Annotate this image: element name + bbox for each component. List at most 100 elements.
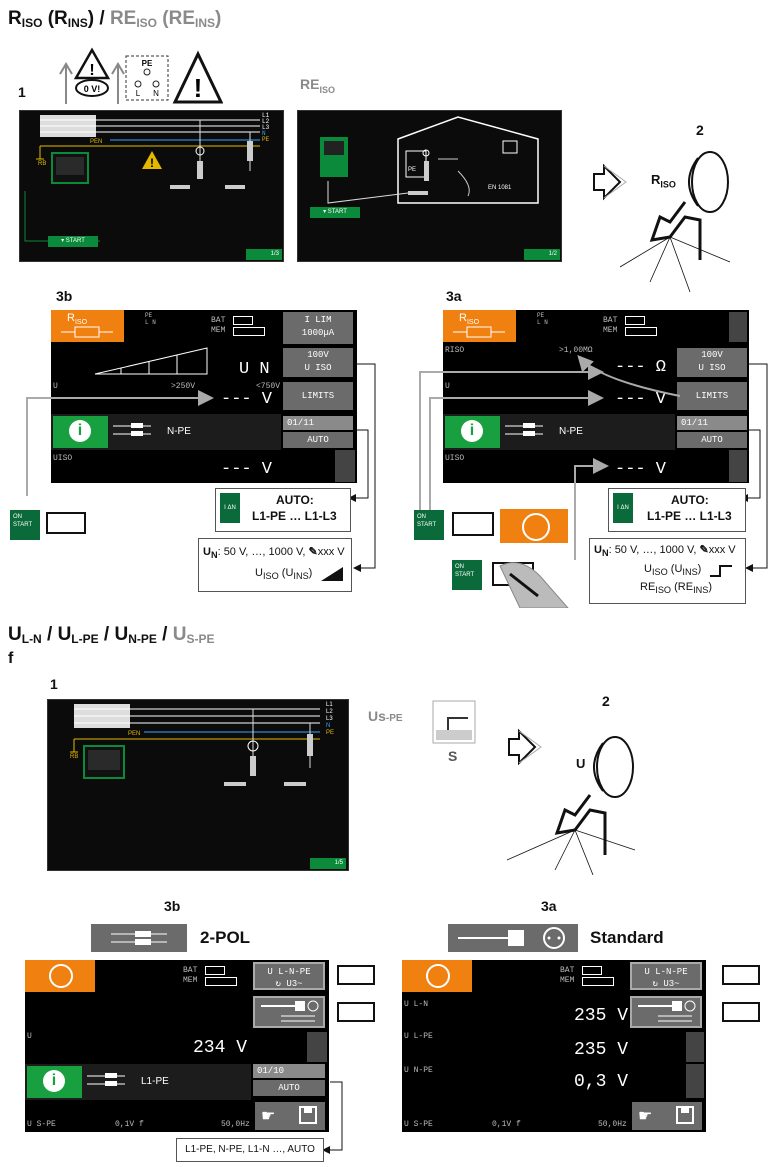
en-label: EN 1081 — [488, 185, 512, 191]
limits-button[interactable]: LIMITS — [283, 382, 353, 410]
step-icon — [710, 565, 732, 577]
auto-button-2[interactable]: AUTO — [253, 1080, 325, 1096]
measure-mode-button-3a[interactable]: U L-N-PE↻ U3~ — [630, 962, 702, 990]
key-outline-4[interactable] — [337, 965, 375, 985]
probe-icon — [505, 423, 543, 436]
finger-press-icon — [499, 562, 569, 608]
step-number-3a: 3a — [446, 288, 462, 304]
info-icon[interactable]: i — [53, 416, 108, 448]
page-indicator-3: 1/5 — [310, 858, 346, 869]
limits-button-3a[interactable]: LIMITS — [677, 382, 747, 410]
re-iso-label: REISO — [300, 76, 335, 95]
channel-list-box: L1-PE, N-PE, L1-N …, AUTO — [176, 1138, 324, 1162]
counter-2: 01/10 — [253, 1064, 325, 1078]
mode-tile-u — [25, 960, 95, 992]
step-number-2b: 2 — [602, 693, 610, 709]
wiring-screen-2: PE EN 1081 ▾ START 1/2 — [297, 110, 562, 262]
voltage-free-icon: ! 0 V! — [59, 47, 125, 104]
probe-icon — [87, 1073, 125, 1086]
step-number-1b: 1 — [50, 676, 58, 692]
hand-pointer-icon[interactable]: ☛ — [638, 1108, 653, 1125]
ramp-icon — [94, 347, 208, 375]
battery-icon — [205, 966, 225, 975]
un-info-box-3b: UN: 50 V, …, 1000 V, ✎xxx V UISO (UINS) — [198, 538, 352, 592]
warning-icon: ! — [172, 50, 223, 104]
step-number-1: 1 — [18, 84, 26, 100]
two-pole-label: 2-POL — [200, 928, 251, 947]
info-icon[interactable]: i — [27, 1066, 82, 1098]
mode-tile-u-3a — [402, 960, 472, 992]
section-title-riso: RISO (RINS) / REISO (REINS) — [8, 8, 222, 30]
memory-icon — [582, 977, 614, 986]
svg-text:!: ! — [150, 156, 154, 170]
key-outline-3a[interactable] — [452, 512, 494, 536]
info-icon[interactable]: i — [445, 416, 500, 448]
memory-icon — [233, 327, 265, 336]
wiring-diagram-2 — [70, 704, 320, 786]
rotary-knob-icon — [596, 736, 634, 798]
probe-mode-button-3a[interactable] — [630, 996, 702, 1028]
page-indicator-2: 1/2 — [524, 249, 560, 260]
mode-tile-riso: RISO — [51, 310, 124, 342]
svg-text:N: N — [153, 89, 159, 98]
counter-3a: 01/11 — [677, 416, 747, 430]
key-outline-5[interactable] — [337, 1002, 375, 1022]
counter: 01/11 — [283, 416, 353, 430]
rotate-indicator — [500, 509, 568, 543]
svg-text:0 V!: 0 V! — [84, 84, 101, 94]
safety-icons: ! 0 V! PE L N ! — [59, 47, 223, 104]
auto-button[interactable]: AUTO — [283, 432, 353, 448]
key-outline-6[interactable] — [722, 965, 760, 985]
battery-icon — [625, 316, 645, 325]
svg-text:!: ! — [194, 73, 203, 103]
rotary-label-u: U — [576, 756, 586, 771]
probe-icon — [113, 423, 151, 436]
measure-mode-button[interactable]: U L-N-PE↻ U3~ — [253, 962, 325, 990]
start-button[interactable]: ▾ START — [48, 236, 98, 247]
standard-plug-icon — [448, 924, 578, 952]
svg-text:!: ! — [89, 62, 94, 79]
save-icon[interactable] — [676, 1106, 694, 1124]
auto-info-box-3a: I ΔN AUTO: L1-PE … L1-L3 — [608, 488, 746, 532]
hand-pointer-icon[interactable]: ☛ — [261, 1108, 276, 1125]
auto-button-3a[interactable]: AUTO — [677, 432, 747, 448]
svg-text:PE: PE — [142, 59, 153, 68]
standard-label: Standard — [590, 928, 664, 947]
pe-label: PE — [408, 167, 417, 173]
f-label: f — [8, 650, 14, 667]
arrow-icon — [593, 163, 622, 201]
start-button-2[interactable]: ▾ START — [310, 207, 360, 218]
key-outline[interactable] — [46, 512, 86, 534]
two-pole-icon — [91, 924, 187, 952]
device-screen-voltage-3a: BAT MEM U L-N-PE↻ U3~ U L-N 235 V U L-PE… — [402, 960, 706, 1132]
probe-s-icon — [432, 700, 476, 744]
key-outline-7[interactable] — [722, 1002, 760, 1022]
socket-icon: PE L N — [125, 55, 169, 101]
rb-label: RB — [38, 161, 47, 167]
section-title-voltage: UL-N / UL-PE / UN-PE / US-PE — [8, 624, 215, 646]
s-label: S — [448, 748, 458, 764]
page-indicator: 1/3 — [246, 249, 282, 260]
memory-icon — [205, 977, 237, 986]
resistor-icon — [453, 326, 505, 338]
save-toolbar: ☛ — [255, 1102, 325, 1130]
step-number-3b: 3b — [56, 288, 73, 304]
save-icon[interactable] — [299, 1106, 317, 1124]
mode-tile-riso-3a: RISO — [443, 310, 516, 342]
step-number-3b-2: 3b — [164, 898, 181, 914]
us-pe-label: Us-PE — [368, 708, 403, 724]
bottom-arrow — [322, 1081, 343, 1154]
svg-text:L: L — [136, 89, 141, 98]
un-info-box-3a: UN: 50 V, …, 1000 V, ✎xxx V UISO (UINS) … — [589, 538, 746, 604]
probe-mode-button[interactable] — [253, 996, 325, 1028]
rb-label-2: RB — [70, 754, 79, 760]
building-diagram — [320, 116, 539, 204]
